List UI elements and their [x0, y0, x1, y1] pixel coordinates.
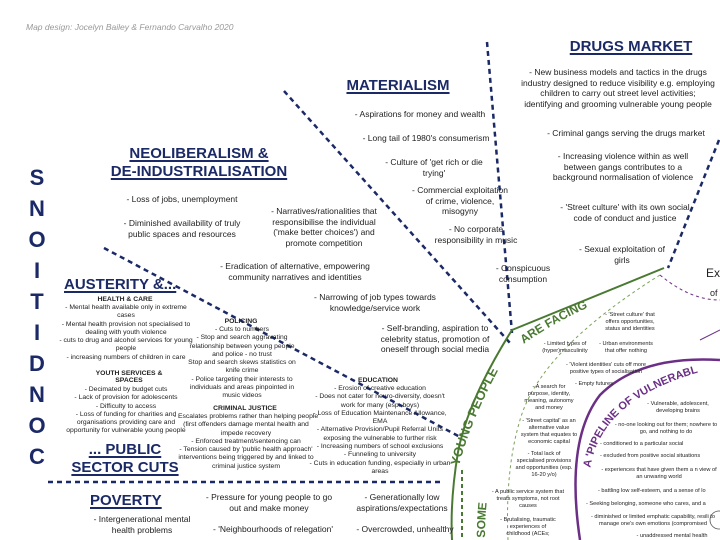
- yp-item-5: - Empty futures: [575, 381, 613, 387]
- materialism-item-1: - Aspirations for money and wealth: [354, 109, 486, 119]
- austerity-title: AUSTERITY &...: [64, 276, 177, 293]
- neoliberalism-item-2: - Diminished availability of truly publi…: [123, 218, 241, 239]
- drugs-item-4: - 'Street culture' with its own social c…: [560, 202, 690, 223]
- divider-drugs-right: [666, 139, 720, 269]
- yp-item-8: - Total lack of specialised provisions a…: [515, 451, 573, 478]
- yp-item-4: - 'Violent identities' cuts off more pos…: [566, 362, 646, 375]
- neoliberalism-item-4: - Eradication of alternative, empowering…: [220, 261, 370, 282]
- poverty-item-1: - Intergenerational mental health proble…: [93, 514, 191, 535]
- drugs-item-5: - Sexual exploitation of girls: [579, 244, 665, 265]
- poverty-item-3: - 'Neighbourhoods of relegation': [213, 524, 333, 534]
- map-credit: Map design: Jocelyn Bailey & Fernando Ca…: [26, 22, 234, 32]
- yp-item-7: - 'Street capital' as an alternative val…: [520, 418, 578, 445]
- divider-neoliberalism-austerity: [103, 246, 463, 440]
- young-people-inner-guide: [507, 274, 661, 540]
- materialism-item-4: - Commercial exploitation of crime, viol…: [412, 185, 508, 216]
- pipeline-item-7: - Seeking belonging, someone who cares, …: [586, 501, 706, 507]
- neoliberalism-item-6: - Self-branding, aspiration to celebrity…: [380, 323, 490, 354]
- materialism-item-5: - No corporate responsibility in music: [434, 224, 518, 245]
- drugs-item-1: - New business models and tactics in the…: [521, 67, 715, 109]
- criminal-justice-text: - Escalates problems rather than helping…: [173, 413, 319, 470]
- materialism-item-6: - Conspicuous consumption: [495, 263, 551, 284]
- education-heading: EDUCATION: [358, 377, 398, 384]
- pipeline-item-2: - no-one looking out for them; nowhere t…: [614, 422, 718, 435]
- yp-item-9: - A public service system that treats sy…: [491, 489, 565, 509]
- neoliberalism-item-1: - Loss of jobs, unemployment: [126, 194, 238, 204]
- are-facing-arc-label: ARE FACING: [517, 297, 589, 346]
- policing-text: - Cuts to numbers - Stop and search aggr…: [188, 326, 296, 400]
- young-people-boundary: [450, 267, 665, 540]
- pipeline-item-3: - conditioned to a particular social: [600, 441, 684, 447]
- corner-circle: [709, 510, 720, 530]
- yp-item-1: - 'Street culture' that offers opportuni…: [605, 312, 655, 332]
- poverty-item-5: - Overcrowded, unhealthy: [356, 524, 454, 534]
- pipeline-item-4: - excluded from positive social situatio…: [600, 453, 701, 459]
- youth-services-heading: YOUTH SERVICES & SPACES: [95, 370, 163, 384]
- materialism-item-2: - Long tail of 1980's consumerism: [362, 133, 490, 143]
- health-care-heading: HEALTH & CARE: [97, 296, 153, 303]
- public-sector-cuts-title: ... PUBLIC SECTOR CUTS: [71, 441, 179, 476]
- pipeline-item-5: - experiences that have given them a n v…: [601, 467, 717, 480]
- drugs-market-title: DRUGS MARKET: [569, 38, 693, 55]
- criminal-justice-heading: CRIMINAL JUSTICE: [213, 405, 277, 412]
- poverty-title: POVERTY: [90, 492, 162, 509]
- pipeline-item-8: - diminished or limited emphatic capabil…: [591, 514, 715, 527]
- neoliberalism-item-3: - Narratives/rationalities that responsi…: [271, 206, 377, 248]
- drugs-item-2: - Criminal gangs serving the drugs marke…: [547, 128, 705, 138]
- pipeline-item-9: - unaddressed mental health: [636, 533, 708, 539]
- yp-item-2: - Limited types of (hyper)masculinity: [542, 341, 588, 354]
- neoliberalism-item-5: - Narrowing of job types towards knowled…: [314, 292, 436, 313]
- pipeline-tick: [699, 329, 720, 341]
- education-text: - Erosion of creative education - Does n…: [309, 385, 451, 475]
- divider-drugs-materialism: [485, 41, 514, 334]
- materialism-item-3: - Culture of 'get rich or die trying': [385, 157, 483, 178]
- poverty-item-4: - Generationally low aspirations/expecta…: [356, 492, 448, 513]
- pipeline-item-1: - Vulnerable, adolescent, developing bra…: [647, 401, 709, 414]
- pipeline-dash-top: [659, 274, 720, 301]
- some-arc-label: SOME: [474, 502, 490, 538]
- materialism-title: MATERIALISM: [346, 77, 450, 94]
- neoliberalism-title: NEOLIBERALISM & DE-INDUSTRIALISATION: [110, 145, 288, 180]
- pipeline-boundary: [574, 358, 720, 540]
- edge-ex: Ex: [706, 266, 720, 280]
- yp-item-6: - A search for purpose, identity, meanin…: [524, 384, 574, 411]
- poverty-item-2: - Pressure for young people to go out an…: [205, 492, 333, 513]
- yp-item-10: - Brutalising, traumatic experiences of …: [500, 517, 556, 537]
- young-people-arc-label: YOUNG PEOPLE: [447, 364, 501, 467]
- policing-heading: POLICING: [224, 318, 258, 325]
- pipeline-item-6: - battling low self-esteem, and a sense …: [598, 488, 706, 494]
- health-care-text: - Mental health available only in extrem…: [59, 304, 193, 361]
- youth-services-text: - Decimated by budget cuts - Lack of pro…: [66, 386, 186, 435]
- edge-of: of: [710, 288, 718, 298]
- yp-item-3: - Urban environments that offer nothing: [599, 341, 653, 354]
- drugs-item-3: - Increasing violence within as well bet…: [552, 151, 694, 182]
- divider-materialism-neoliberalism: [283, 90, 511, 344]
